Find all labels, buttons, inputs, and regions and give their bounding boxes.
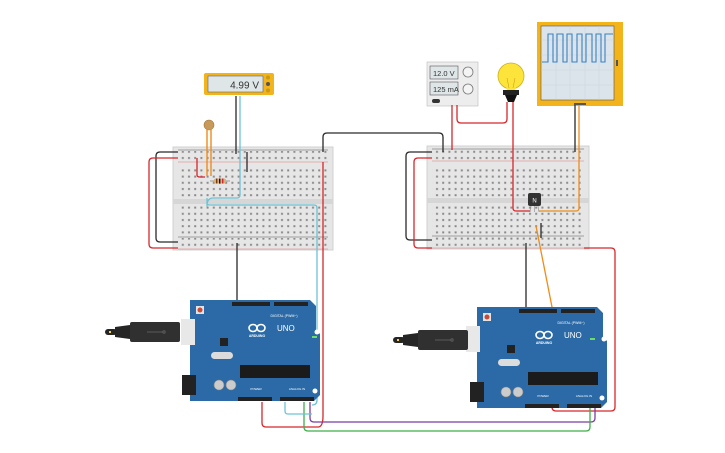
wire-red[interactable] — [413, 157, 432, 249]
analog-label: ANALOG IN — [289, 387, 305, 391]
wire-orange[interactable] — [535, 225, 554, 313]
multimeter[interactable]: 4.99 V — [204, 73, 274, 95]
transistor[interactable]: N — [528, 193, 541, 213]
voltage-knob-icon[interactable] — [462, 66, 474, 78]
current-knob-icon[interactable] — [462, 83, 474, 95]
wire-red[interactable] — [456, 102, 508, 124]
light-bulb[interactable] — [497, 62, 525, 102]
oscilloscope[interactable] — [537, 22, 623, 106]
wire-red[interactable] — [148, 157, 178, 249]
photoresistor[interactable] — [203, 119, 215, 176]
power-switch-icon[interactable] — [432, 99, 440, 103]
digital-label: DIGITAL (PWM~) — [270, 314, 297, 318]
wire-cyan[interactable] — [284, 402, 312, 415]
power-label: POWER — [537, 394, 549, 398]
arduino-brand: ARDUINO — [249, 334, 266, 338]
arduino-brand: ARDUINO — [536, 341, 553, 345]
usb-icon — [147, 330, 166, 334]
wire-red[interactable] — [512, 102, 530, 212]
wire-orange[interactable] — [539, 105, 580, 212]
usb-cable-left[interactable] — [105, 322, 180, 342]
arduino-model: UNO — [277, 324, 295, 333]
arduino-uno-right[interactable]: DIGITAL (PWM~) ARDUINO UNO POWER ANALOG … — [466, 307, 607, 408]
arduino-uno-left[interactable]: DIGITAL (PWM~) ARDUINO UNO POWER ANALOG … — [181, 300, 320, 401]
usb-icon — [435, 338, 454, 342]
wire-cyan[interactable] — [206, 197, 318, 406]
analog-label: ANALOG IN — [576, 394, 592, 398]
power-supply[interactable]: 12.0 V 125 mA — [426, 61, 479, 107]
resistor[interactable] — [210, 178, 230, 184]
arduino-model: UNO — [564, 331, 582, 340]
wire-black[interactable] — [322, 132, 444, 152]
wire-red[interactable] — [196, 158, 205, 178]
multimeter-reading: 4.99 V — [230, 81, 259, 92]
power-label: POWER — [250, 387, 262, 391]
wire-purple[interactable] — [309, 402, 596, 423]
breadboard-right[interactable] — [426, 145, 590, 250]
transistor-label: N — [532, 199, 536, 205]
wire-red[interactable] — [551, 247, 616, 412]
usb-cable-right[interactable] — [393, 330, 468, 350]
oscilloscope-waveform — [542, 33, 613, 63]
arduino-logo-icon — [535, 330, 553, 340]
wire-black[interactable] — [155, 151, 178, 243]
power-supply-current: 125 mA — [433, 85, 459, 94]
multimeter-knob-icon[interactable] — [266, 75, 270, 80]
wire-black[interactable] — [405, 151, 432, 241]
wire-red[interactable] — [261, 162, 324, 428]
arduino-logo-icon — [248, 323, 266, 333]
power-supply-voltage: 12.0 V — [433, 69, 455, 78]
wire-green[interactable] — [303, 402, 591, 432]
digital-label: DIGITAL (PWM~) — [557, 321, 584, 325]
wire-cyan[interactable] — [213, 96, 241, 199]
breadboard-left[interactable] — [172, 146, 334, 251]
